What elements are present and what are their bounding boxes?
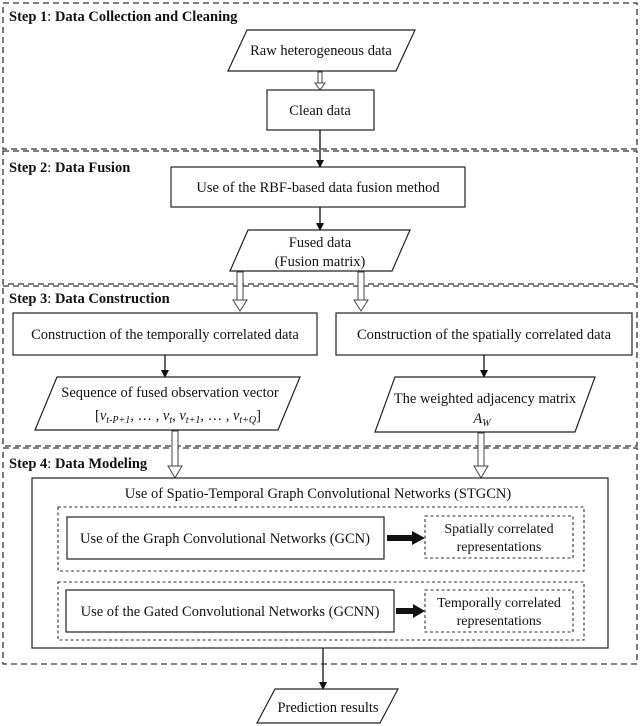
step3-container bbox=[2, 285, 638, 447]
spatial-construction-label: Construction of the spatially correlated… bbox=[357, 327, 612, 343]
temporal-rep-label-2: representations bbox=[457, 614, 542, 629]
temporal-rep-label-1: Temporally correlated bbox=[437, 596, 561, 611]
sequence-node bbox=[34, 376, 301, 431]
spatial-rep-label-2: representations bbox=[457, 540, 542, 555]
spatial-rep-node bbox=[424, 515, 574, 559]
fused-data-label-2: (Fusion matrix) bbox=[275, 254, 366, 270]
gcn-node bbox=[66, 516, 385, 560]
sequence-label: Sequence of fused observation vector bbox=[61, 385, 279, 401]
hollow-arrow-fused-to-temporal bbox=[232, 271, 248, 312]
stgcn-label: Use of Spatio-Temporal Graph Convolution… bbox=[125, 486, 512, 502]
gcnn-group bbox=[57, 581, 585, 641]
gcn-group bbox=[57, 506, 585, 572]
gcnn-label: Use of the Gated Convolutional Networks … bbox=[81, 604, 380, 620]
prediction-node bbox=[256, 688, 399, 724]
adjacency-matrix-label: The weighted adjacency matrix bbox=[394, 391, 577, 407]
hollow-arrow-fused-to-spatial bbox=[353, 271, 369, 312]
temporal-rep-node bbox=[424, 589, 574, 633]
raw-data-node bbox=[227, 29, 416, 72]
arrow-gcn-to-spatial-rep bbox=[387, 531, 425, 545]
hollow-arrow-adjacency-to-stgcn bbox=[473, 432, 489, 479]
step4-container bbox=[2, 447, 638, 665]
temporal-construction-label: Construction of the temporally correlate… bbox=[31, 327, 299, 343]
clean-data-node bbox=[266, 89, 375, 131]
step2-header: Step 2: Data Fusion bbox=[9, 160, 130, 176]
adjacency-matrix-node bbox=[374, 376, 596, 433]
fused-data-label-1: Fused data bbox=[289, 235, 352, 251]
raw-data-label: Raw heterogeneous data bbox=[250, 43, 392, 59]
gcn-label: Use of the Graph Convolutional Networks … bbox=[80, 531, 370, 547]
fused-data-node bbox=[229, 229, 411, 272]
step3-header: Step 3: Data Construction bbox=[9, 291, 170, 307]
step1-header: Step 1: Data Collection and Cleaning bbox=[9, 9, 238, 25]
rbf-fusion-node bbox=[170, 166, 466, 208]
step2-container bbox=[2, 150, 638, 285]
sequence-formula: [vt-P+1, … , vt, vt+1, … , vt+Q] bbox=[95, 408, 261, 426]
temporal-construction-node bbox=[12, 312, 318, 356]
spatial-construction-node bbox=[335, 312, 633, 356]
arrow-gcnn-to-temporal-rep bbox=[396, 604, 425, 618]
clean-data-label: Clean data bbox=[289, 103, 351, 119]
hollow-arrow-sequence-to-stgcn bbox=[167, 430, 183, 479]
adjacency-matrix-symbol: AW bbox=[472, 411, 492, 429]
prediction-label: Prediction results bbox=[277, 700, 378, 716]
spatial-rep-label-1: Spatially correlated bbox=[444, 522, 553, 537]
step4-header: Step 4: Data Modeling bbox=[9, 456, 148, 472]
gcnn-node bbox=[65, 589, 395, 633]
hollow-arrow-raw-to-clean bbox=[314, 71, 326, 91]
rbf-fusion-label: Use of the RBF-based data fusion method bbox=[196, 180, 440, 196]
